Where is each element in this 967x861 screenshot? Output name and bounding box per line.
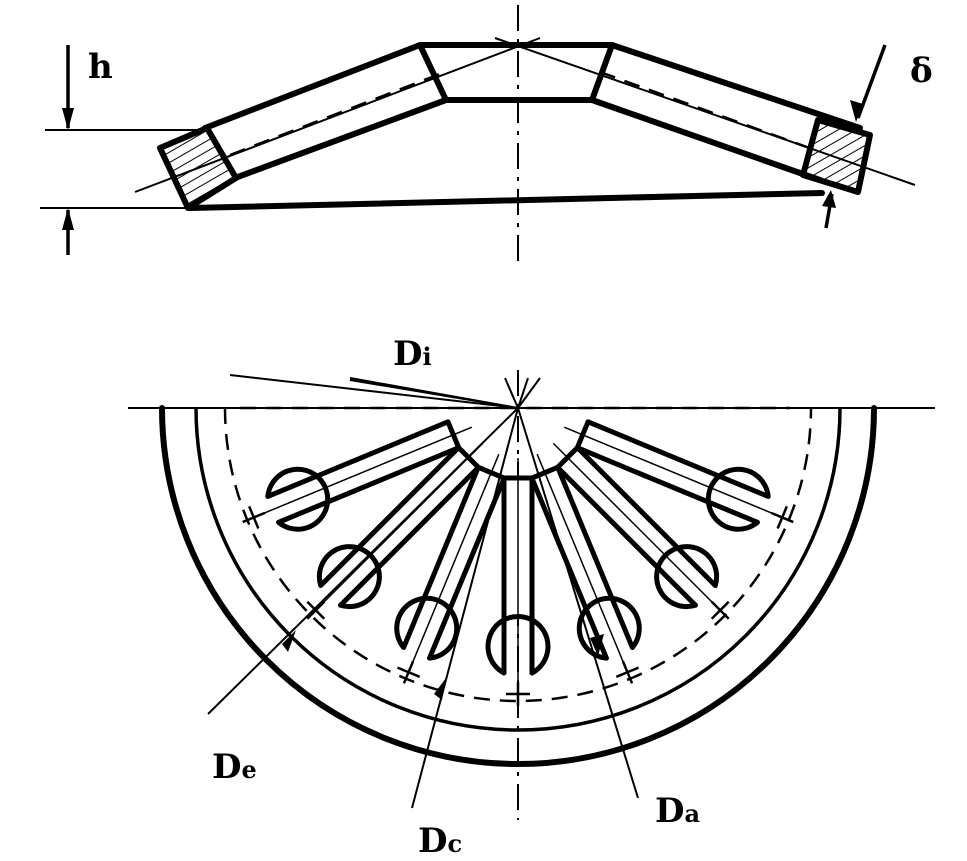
left-extension-line [134, 37, 541, 193]
finger-centerline-6 [552, 442, 721, 611]
finger-centerline-5 [536, 453, 629, 673]
label-da: Da [655, 791, 700, 831]
finger-centerline-3 [407, 453, 500, 673]
left-arm-outline [202, 42, 863, 131]
inner-rim [194, 407, 842, 732]
section-base-line [187, 190, 825, 211]
de-leader [207, 407, 519, 715]
finger-center-mark-2 [306, 600, 326, 620]
finger-center-mark-3 [396, 660, 421, 684]
delta-arrow-bottom [822, 190, 836, 208]
finger-slot-1 [265, 419, 462, 532]
finger-centerline-1 [253, 426, 473, 519]
outer-rim [159, 405, 877, 767]
delta-arrow [850, 100, 863, 122]
dc-arrow [434, 678, 446, 700]
finger-slot-7 [574, 419, 771, 532]
section-view: h δ [40, 5, 933, 262]
fingers-group [242, 419, 794, 706]
right-hatched-section [800, 117, 873, 195]
da-leader [517, 407, 639, 799]
label-dc: Dc [418, 821, 462, 861]
dashed-rim [223, 407, 813, 703]
di-leader [349, 377, 519, 409]
finger-center-mark-1 [242, 505, 266, 530]
h-arrow-down [62, 108, 74, 130]
label-de: De [212, 747, 257, 787]
label-delta: δ [910, 51, 933, 91]
label-di: Di [393, 334, 432, 374]
finger-center-mark-6 [710, 600, 730, 620]
delta-leader-top [856, 44, 887, 119]
right-extension-line [494, 37, 916, 186]
left-arm-centerline [229, 70, 446, 157]
de-arrow [282, 630, 296, 652]
finger-center-mark-5 [615, 660, 640, 684]
da-arrow [590, 634, 604, 656]
finger-centerline-7 [563, 426, 783, 519]
left-joint-line [417, 42, 449, 103]
plan-view: De Dc Da Di [128, 334, 935, 861]
left-arm-lower [232, 97, 823, 183]
h-arrow-up [62, 208, 74, 230]
dc-leader [411, 407, 519, 809]
finger-slot-5 [529, 464, 642, 661]
finger-center-mark-7 [770, 505, 794, 530]
finger-center-mark-4 [506, 682, 530, 706]
label-h: h [88, 47, 113, 87]
finger-slot-3 [394, 464, 507, 661]
